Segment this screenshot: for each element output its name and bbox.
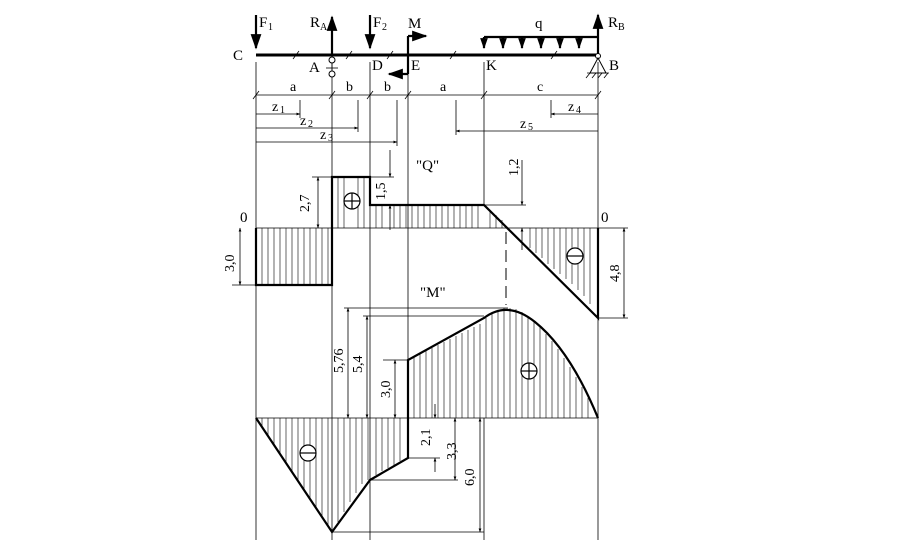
shear-diagram: "Q" 0 0 (223, 150, 628, 321)
q-zero-left: 0 (240, 210, 248, 226)
label-f2: F (373, 15, 381, 31)
coord-z4: z (568, 100, 574, 115)
m-title: "M" (420, 285, 446, 301)
coord-z2: z (300, 114, 306, 129)
m-val-30: 3,0 (379, 381, 394, 399)
m-val-54: 5,4 (351, 356, 366, 374)
m-val-33: 3,3 (445, 443, 460, 461)
m-val-21: 2,1 (419, 429, 434, 447)
q-val-12: 1,2 (507, 159, 522, 177)
label-k: K (486, 58, 497, 74)
dim-b-2: b (384, 80, 391, 95)
svg-text:5: 5 (528, 122, 533, 133)
label-rb: R (608, 15, 618, 31)
dim-b-1: b (346, 80, 353, 95)
dim-a-1: a (290, 80, 297, 95)
q-zero-right: 0 (601, 210, 609, 226)
label-b: B (609, 58, 619, 74)
svg-text:B: B (618, 22, 625, 33)
label-e: E (411, 58, 420, 74)
plus-sign-q (343, 192, 361, 210)
dimension-lines: a b b a c z 1 z 2 z 3 z 4 z 5 (252, 80, 602, 146)
pin-support-a (326, 56, 338, 78)
q-title: "Q" (416, 158, 439, 174)
coord-z3: z (320, 128, 326, 143)
svg-text:A: A (320, 22, 328, 33)
dim-c: c (537, 80, 543, 95)
coord-z1: z (272, 100, 278, 115)
dim-a-2: a (440, 80, 447, 95)
svg-text:3: 3 (328, 133, 333, 144)
svg-text:2: 2 (382, 22, 387, 33)
label-c: C (233, 48, 243, 64)
coord-z5: z (520, 117, 526, 132)
svg-text:4: 4 (576, 105, 581, 116)
beam: F 1 R A F 2 M (233, 13, 625, 80)
svg-text:1: 1 (268, 22, 273, 33)
label-q: q (535, 16, 543, 32)
plus-sign-m (520, 362, 538, 380)
moment-diagram: "M" (255, 285, 600, 534)
q-val-27: 2,7 (298, 195, 313, 213)
label-d: D (372, 58, 383, 74)
label-f1: F (259, 15, 267, 31)
minus-sign-q (566, 247, 584, 265)
svg-text:2: 2 (308, 119, 313, 130)
q-val-48: 4,8 (608, 265, 623, 283)
extension-lines (255, 62, 599, 540)
m-val-60: 6,0 (463, 469, 478, 487)
roller-support-b (585, 53, 609, 79)
distributed-load (480, 35, 598, 50)
moment-couple (387, 30, 428, 80)
label-a: A (309, 60, 320, 76)
label-ra: R (310, 15, 320, 31)
q-val-15: 1,5 (374, 183, 389, 201)
m-val-576: 5,76 (332, 349, 347, 374)
minus-sign-m (299, 444, 317, 462)
label-m: M (408, 16, 421, 32)
q-val-30: 3,0 (223, 255, 238, 273)
svg-text:1: 1 (280, 105, 285, 116)
